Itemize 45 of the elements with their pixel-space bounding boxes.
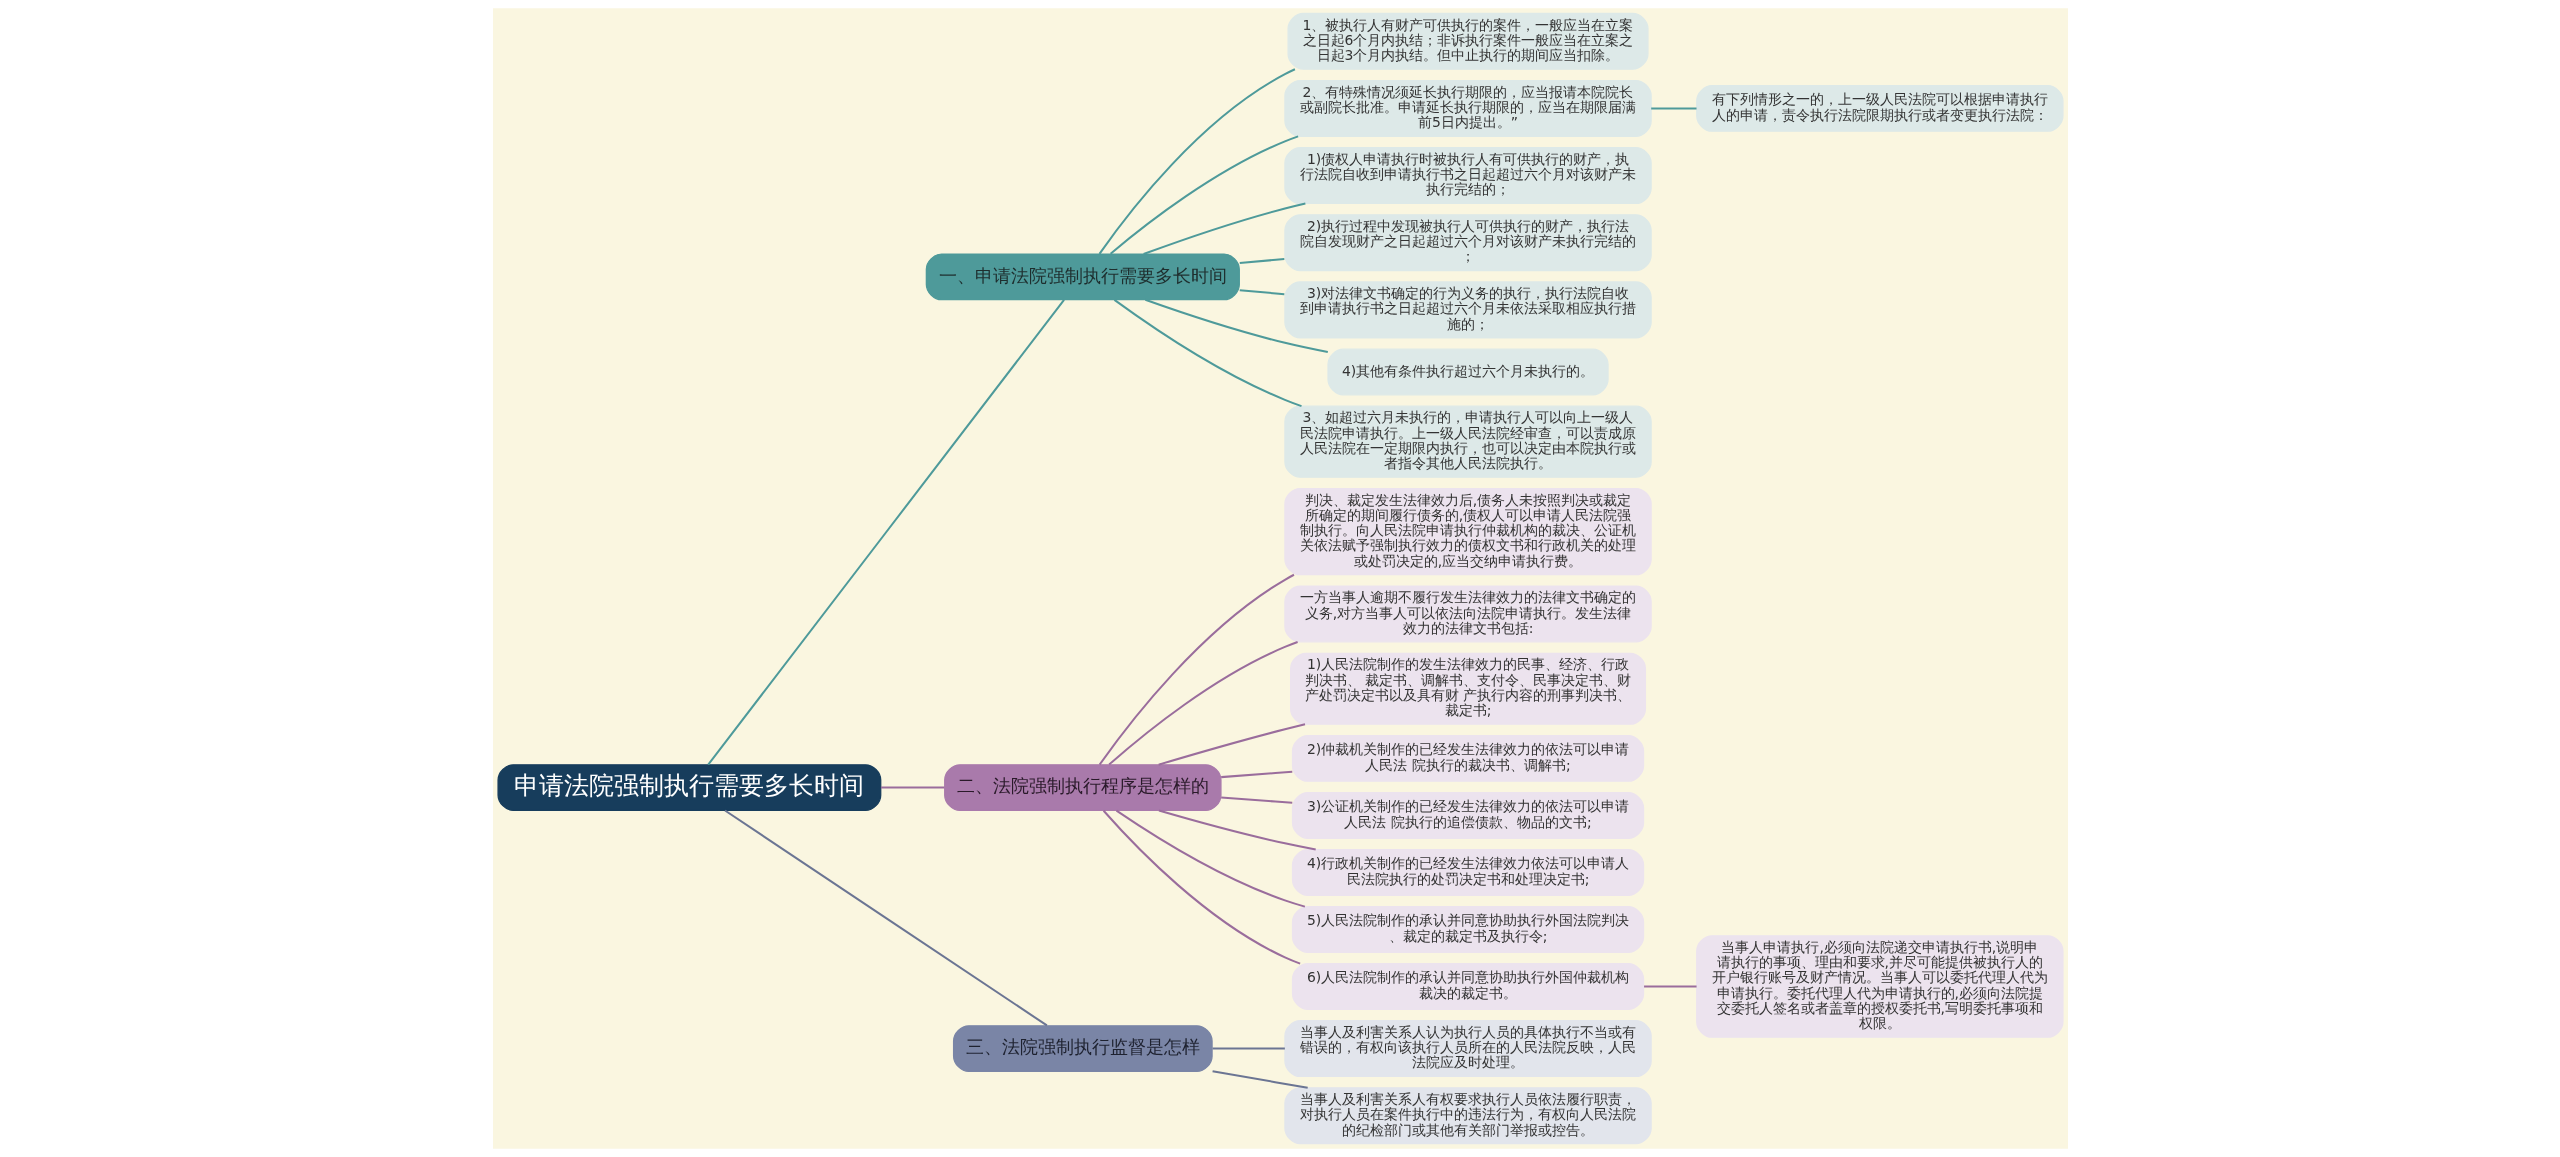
connector	[1142, 202, 1306, 255]
connector	[1212, 1047, 1285, 1050]
connector	[1115, 809, 1305, 908]
connector	[1158, 809, 1316, 851]
node-box: 3)对法律文书确定的行为义务的执行，执行法院自收到申请执行书之日起超过六个月未依法采取相应执行措施的；	[1283, 281, 1652, 339]
node-box: 4)其他有条件执行超过六个月未执行的。	[1326, 348, 1609, 396]
node-box: 3)公证机关制作的已经发生法律效力的依法可以申请人民法 院执行的追偿债款、物品的文书;	[1291, 792, 1644, 839]
connector	[1144, 298, 1328, 353]
connector	[1211, 1070, 1308, 1089]
connector	[1220, 770, 1292, 779]
node-box: 判决、裁定发生法律效力后,债务人未按照判决或裁定所确定的期间履行债务的,债权人可以申请人民法院强制执行。向人民法院申请执行仲裁机构的裁决、公证机关依法赋予强制执行效力的债权文书和行政机关的处理或处罚决定的,应当交纳申请执行费。	[1283, 487, 1652, 576]
node-box: 一方当事人逾期不履行发生法律效力的法律文书确定的义务,对方当事人可以依法向法院申请执行。发生法律效力的法律文书包括:	[1283, 585, 1652, 643]
node-box: 1、被执行人有财产可供执行的案件，一般应当在立案之日起6个月内执结；非诉执行案件一般应当在立案之日起3个月内执结。但中止执行的期间应当扣除。	[1286, 12, 1649, 70]
connector	[1098, 68, 1295, 255]
node-box: 当事人及利害关系人有权要求执行人员依法履行职责，对执行人员在案件执行中的违法行为，有权向人民法院的纪检部门或其他有关部门举报或控告。	[1283, 1087, 1652, 1145]
node-box: 三、法院强制执行监督是怎样	[952, 1025, 1213, 1073]
node-box: 2)执行过程中发现被执行人可供执行的财产，执行法院自发现财产之日起超过六个月对该财产未执行完结的；	[1283, 214, 1652, 272]
connector	[723, 809, 1047, 1027]
connector	[1239, 258, 1284, 265]
node-box: 2)仲裁机关制作的已经发生法律效力的依法可以申请人民法 院执行的裁决书、调解书;	[1291, 735, 1644, 782]
node-box: 4)行政机关制作的已经发生法律效力依法可以申请人民法院执行的处罚决定书和处理决定书;	[1291, 849, 1644, 896]
node-box: 1)债权人申请执行时被执行人有可供执行的财产，执行法院自收到申请执行书之日起超过六个月对该财产未执行完结的；	[1283, 147, 1652, 205]
connector	[1239, 289, 1284, 296]
node-box: 当事人及利害关系人认为执行人员的具体执行不当或有错误的，有权向该执行人员所在的人民法院反映，人民法院应及时处理。	[1283, 1020, 1652, 1078]
node-box: 申请法院强制执行需要多长时间	[496, 764, 881, 811]
connector	[1113, 299, 1302, 408]
node-box: 当事人申请执行,必须向法院递交申请执行书,说明申请执行的事项、理由和要求,并尽可能提供被执行人的开户银行账号及财产情况。当事人可以委托代理人代为申请执行。委托代理人代为申请执行的,必须向法院提交委托人签名或者盖章的授权委托书,写明委托事项和权限。	[1695, 935, 2064, 1038]
node-box: 1)人民法院制作的发生法律效力的民事、经济、行政判决书、 裁定书、调解书、支付令、民事决定书、财产处罚决定书以及具有财 产执行内容的刑事判决书、裁定书;	[1289, 652, 1646, 725]
connector	[1650, 107, 1696, 110]
node-box: 一、申请法院强制执行需要多长时间	[925, 253, 1240, 301]
node-box: 6)人民法院制作的承认并同意协助执行外国仲裁机构裁决的裁定书。	[1291, 963, 1644, 1010]
connector	[706, 299, 1065, 766]
node-box: 二、法院强制执行程序是怎样的	[943, 764, 1222, 811]
node-box: 5)人民法院制作的承认并同意协助执行外国法院判决、裁定的裁定书及执行令;	[1291, 906, 1644, 953]
connector	[1643, 985, 1697, 988]
connector	[1157, 723, 1305, 766]
connector	[1098, 573, 1294, 766]
connector	[1220, 796, 1292, 804]
node-box: 有下列情形之一的，上一级人民法院可以根据申请执行人的申请，责令执行法院限期执行或者变更执行法院：	[1695, 84, 2064, 132]
connector	[1108, 641, 1298, 766]
connector	[880, 786, 944, 789]
connector	[1109, 135, 1298, 255]
connector	[1102, 810, 1300, 965]
node-box: 2、有特殊情况须延长执行期限的，应当报请本院院长或副院长批准。申请延长执行期限的，应当在期限届满前5日内提出。”	[1283, 79, 1652, 137]
node-box: 3、如超过六月未执行的，申请执行人可以向上一级人民法院申请执行。上一级人民法院经审查，可以责成原人民法院在一定期限内执行，也可以决定由本院执行或者指令其他人民法院执行。	[1283, 405, 1652, 478]
